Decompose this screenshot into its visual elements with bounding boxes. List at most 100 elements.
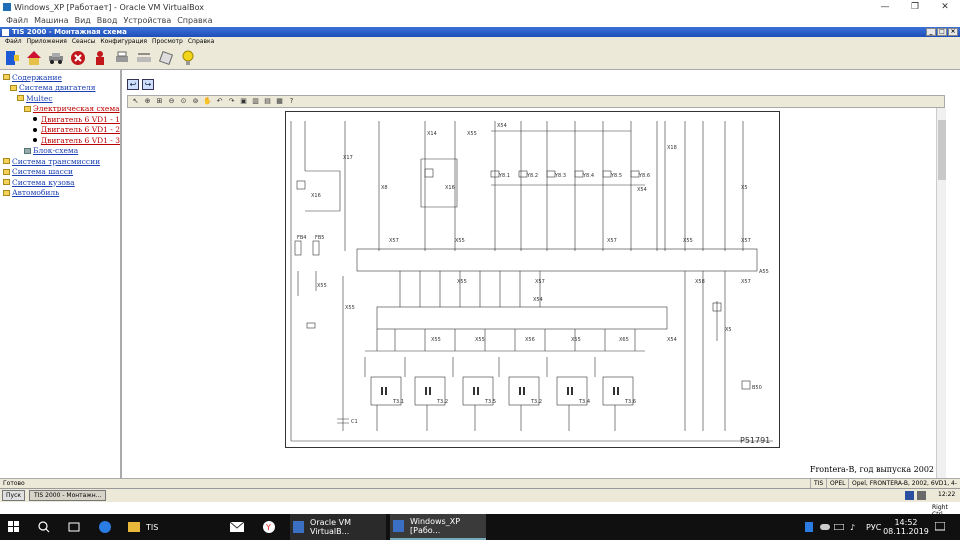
undo-icon[interactable]: ↶ (216, 97, 223, 105)
app-minimize-button[interactable]: _ (926, 28, 936, 36)
zoom-box-icon[interactable]: ⊚ (192, 97, 199, 105)
tree-item-engine[interactable]: Система двигателя (0, 83, 120, 94)
forward-arrow-icon[interactable]: ↪ (142, 79, 154, 90)
task-view-icon[interactable] (68, 514, 84, 540)
xp-task-tis[interactable]: TIS 2000 - Монтажн... (29, 490, 107, 501)
tree-item-engine-3[interactable]: Двигатель 6 VD1 - 3 (0, 135, 120, 146)
host-status-bar: Right Ctrl (0, 502, 960, 518)
taskbar-app-tis[interactable]: TIS (128, 514, 178, 540)
tray-icon[interactable] (917, 491, 926, 500)
print-diagram-icon[interactable]: ▦ (276, 97, 283, 105)
tree-item-chassis[interactable]: Система шасси (0, 167, 120, 178)
host-menu-input[interactable]: Ввод (96, 15, 118, 25)
tree-item-contents[interactable]: Содержание (0, 72, 120, 83)
vertical-scrollbar[interactable] (936, 108, 946, 478)
diagram-label: X57 (741, 279, 751, 285)
taskbar-app-windows-xp[interactable]: Windows_XP [Рабо... (390, 514, 486, 540)
app-menu-view[interactable]: Просмотр (152, 38, 183, 45)
virtualbox-icon (293, 521, 305, 533)
fit-height-icon[interactable]: ▥ (252, 97, 259, 105)
tree-item-transmission[interactable]: Система трансмиссии (0, 156, 120, 167)
tray-icon[interactable] (905, 491, 914, 500)
pan-hand-icon[interactable]: ✋ (203, 97, 212, 105)
tree-item-body[interactable]: Система кузова (0, 177, 120, 188)
host-menu-file[interactable]: Файл (6, 15, 29, 25)
language-indicator[interactable]: РУС (866, 522, 882, 532)
minimize-button[interactable]: — (880, 2, 890, 12)
print-icon[interactable] (114, 50, 130, 66)
zoom-in-icon[interactable]: ⊕ (144, 97, 151, 105)
folder-icon (128, 522, 140, 532)
zoom-area-icon[interactable]: ⊞ (156, 97, 163, 105)
diagram-label: X18 (667, 145, 677, 151)
app-title: TIS 2000 - Монтажная схема (12, 28, 127, 36)
host-menu-devices[interactable]: Устройства (123, 15, 172, 25)
edge-icon[interactable] (98, 514, 114, 540)
maximize-button[interactable]: ❐ (910, 2, 920, 12)
app-menu-apps[interactable]: Приложения (26, 38, 67, 45)
search-icon[interactable] (38, 514, 54, 540)
app-menu-sessions[interactable]: Сеансы (71, 38, 96, 45)
close-button[interactable]: ✕ (941, 2, 949, 12)
fit-width-icon[interactable]: ▤ (264, 97, 271, 105)
back-arrow-icon[interactable]: ↩ (127, 79, 139, 90)
diagram-label: X55 (455, 238, 465, 244)
windows-start-icon[interactable] (8, 514, 24, 540)
car-wire-icon[interactable] (136, 50, 152, 66)
coil-label: T3.6 (624, 399, 636, 405)
tools-icon[interactable] (158, 50, 174, 66)
app-menu-help[interactable]: Справка (187, 38, 215, 45)
tree-item-vehicle[interactable]: Автомобиль (0, 188, 120, 199)
bullet-icon (33, 127, 37, 132)
app-maximize-button[interactable]: □ (937, 28, 947, 36)
help-bulb-icon[interactable] (180, 50, 196, 66)
redo-icon[interactable]: ↷ (228, 97, 235, 105)
yandex-icon[interactable]: Y (262, 514, 278, 540)
diagram-label: Y8.1 (498, 173, 510, 179)
person-icon[interactable] (92, 50, 108, 66)
app-menu-file[interactable]: Файл (5, 38, 22, 45)
system-clock[interactable]: 14:52 08.11.2019 (883, 514, 929, 540)
diagram-label: X65 (619, 337, 629, 343)
cloud-icon[interactable] (820, 514, 830, 540)
volume-icon[interactable]: ♪ (850, 522, 856, 532)
fit-page-icon[interactable]: ▣ (240, 97, 247, 105)
home-icon[interactable] (26, 50, 42, 66)
app-menu-config[interactable]: Конфигурация (100, 38, 148, 45)
diagram-nav: ↩ ↪ (127, 79, 154, 93)
host-window-title: Windows_XP [Работает] - Oracle VM Virtua… (14, 2, 204, 12)
host-menu-help[interactable]: Справка (177, 15, 213, 25)
tree-item-block-diagram[interactable]: Блок-схема (0, 146, 120, 157)
app-close-button[interactable]: × (948, 28, 958, 36)
tree-item-engine-2[interactable]: Двигатель 6 VD1 - 2 (0, 125, 120, 136)
folder-icon (3, 179, 10, 186)
scrollbar-thumb[interactable] (938, 120, 946, 180)
tree-item-wiring[interactable]: Электрическая схема (0, 104, 120, 115)
diagram-label: X55 (345, 305, 355, 311)
mail-icon[interactable] (230, 514, 246, 540)
coil-label: T3.2 (436, 399, 448, 405)
app-title-bar: TIS 2000 - Монтажная схема _ □ × (0, 27, 960, 37)
diagram-label: FB5 (315, 235, 325, 241)
car-icon[interactable] (48, 50, 64, 66)
notification-icon[interactable] (935, 514, 949, 540)
diagram-label: Y8.5 (610, 173, 622, 179)
zoom-out-icon[interactable]: ⊖ (168, 97, 175, 105)
tree-item-engine-1[interactable]: Двигатель 6 VD1 - 1 (0, 114, 120, 125)
pointer-icon[interactable]: ↖ (132, 97, 139, 105)
zoom-fit-icon[interactable]: ⊙ (180, 97, 187, 105)
xp-start-button[interactable]: Пуск (2, 490, 25, 501)
tree-item-multec[interactable]: Multec (0, 93, 120, 104)
diagram-label: X55 (467, 131, 477, 137)
battery-icon[interactable] (834, 514, 844, 540)
shield-icon[interactable] (805, 514, 815, 540)
exit-door-icon[interactable] (4, 50, 20, 66)
host-menu-view[interactable]: Вид (74, 15, 91, 25)
coil-label: T3.5 (484, 399, 496, 405)
diagram-label: X58 (695, 279, 705, 285)
stop-icon[interactable] (70, 50, 86, 66)
host-menu-machine[interactable]: Машина (34, 15, 69, 25)
navigation-tree: Содержание Система двигателя Multec Элек… (0, 70, 122, 478)
taskbar-app-virtualbox[interactable]: Oracle VM VirtualB... (290, 514, 386, 540)
help-icon[interactable]: ? (289, 97, 294, 105)
